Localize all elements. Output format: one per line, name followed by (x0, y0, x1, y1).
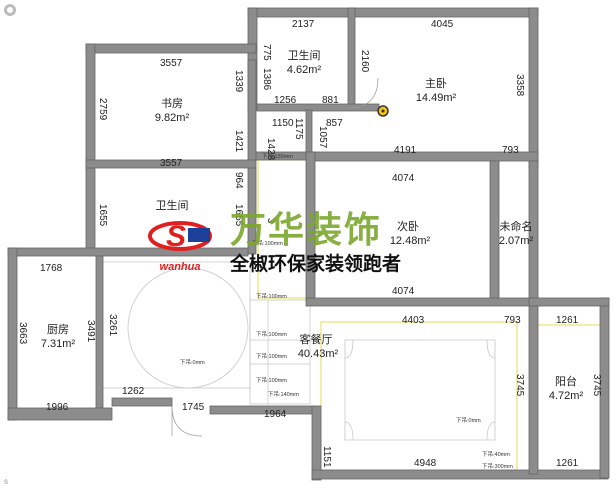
app-logo-icon (4, 4, 16, 16)
room-area: 12.48m² (390, 235, 431, 247)
room-area: 4.72m² (549, 390, 584, 402)
dimension-label: 1175 (293, 118, 304, 140)
dimension-label: 3358 (514, 74, 525, 97)
dimension-label: 3557 (160, 58, 183, 69)
dimension-label: 4074 (392, 173, 415, 184)
dimension-label: 1262 (122, 386, 145, 397)
dimension-label: 4074 (392, 286, 415, 297)
dimension-label: 1151 (321, 446, 332, 468)
dimension-label: 1428 (265, 138, 276, 161)
ceiling-note: 下吊:100mm (256, 331, 287, 338)
wanhua-logo-letter: S (166, 220, 186, 253)
ceiling-note: 下吊:40mm (482, 451, 510, 458)
dimension-label: 3663 (17, 322, 28, 345)
dimension-label: 881 (322, 95, 339, 106)
dimension-label: 1996 (46, 402, 69, 413)
dimension-label: 1655 (233, 204, 244, 227)
dimension-label: 1655 (97, 204, 108, 227)
dimension-label: 3557 (160, 158, 183, 169)
dimension-label: 793 (502, 145, 519, 156)
ceiling-note: 下吊:300mm (482, 463, 513, 470)
ceiling-note: 下吊:100mm (256, 293, 287, 300)
wanhua-logo: S wanhua (148, 220, 212, 273)
door-swings (171, 77, 379, 437)
dimension-label: 775 (261, 44, 272, 61)
dimension-labels: 2137 4045 775 1386 2160 3358 3557 1339 1… (17, 19, 602, 469)
room-area: 14.49m² (416, 92, 457, 104)
ceiling-note: 下吊:0mm (456, 417, 481, 424)
dimension-label: 1421 (233, 130, 244, 153)
room-area: 2.07m² (499, 235, 534, 247)
dimension-label: 793 (504, 315, 521, 326)
room-floors (16, 256, 316, 408)
dimension-label: 1261 (556, 458, 579, 469)
ceiling-note: 下吊:100mm (252, 240, 283, 247)
dimension-label: 3 (265, 218, 276, 224)
room-name: 未命名 (500, 219, 533, 233)
dimension-label: 1150 (272, 118, 294, 129)
room-name: 厨房 (47, 323, 69, 336)
location-pin-icon (377, 105, 389, 117)
dimension-label: 857 (326, 118, 343, 129)
company-watermark: S wanhua 万华装饰 全椒环保家装领跑者 (148, 209, 401, 275)
dimension-label: 2137 (292, 19, 315, 30)
dimension-label: 3745 (514, 374, 525, 397)
dimension-label: 4403 (402, 315, 425, 326)
ceiling-note: 下吊:0mm (180, 359, 205, 366)
room-name: 阳台 (555, 374, 577, 388)
dimension-label: 3745 (591, 374, 602, 397)
wanhua-logo-text: wanhua (160, 261, 201, 273)
room-area: 7.31m² (41, 338, 76, 350)
dimension-label: 1339 (233, 70, 244, 93)
dimension-label: 4045 (431, 19, 454, 30)
brand-slogan: 全椒环保家装领跑者 (229, 252, 401, 275)
ceiling-note: 下吊:100mm (256, 353, 287, 360)
dimension-label: 2759 (97, 98, 108, 121)
dimension-label: 3491 (85, 320, 96, 343)
room-area: 9.82m² (155, 112, 190, 124)
brand-name: 万华装饰 (230, 209, 382, 251)
room-labels: 卫生间 4.62m² 主卧 14.49m² 书房 9.82m² 卫生间 次卧 1… (41, 48, 584, 402)
corner-mark: s (4, 477, 8, 486)
ceiling-note: 下吊:140mm (268, 391, 299, 398)
room-name: 书房 (161, 97, 183, 110)
dimension-label: 1057 (317, 126, 328, 149)
room-name: 次卧 (397, 219, 419, 233)
room-area: 4.62m² (287, 64, 322, 76)
dimension-label: 2160 (359, 50, 370, 73)
dimension-label: 964 (233, 172, 244, 189)
room-name: 卫生间 (288, 48, 321, 62)
dimension-label: 4948 (414, 458, 437, 469)
dimension-label: 1964 (264, 409, 287, 420)
dimension-label: 4191 (394, 145, 417, 156)
room-name: 卫生间 (156, 198, 189, 212)
dimension-label: 1768 (40, 263, 63, 274)
ceiling-notes: 下吊:130mm 下吊:100mm 下吊:100mm 下吊:100mm 下吊:1… (180, 153, 513, 470)
ceiling-note: 下吊:100mm (256, 377, 287, 384)
dimension-label: 1386 (261, 68, 272, 91)
dimension-label: 1261 (556, 315, 579, 326)
ceiling-note: 下吊:130mm (262, 153, 293, 160)
dimension-label: 1745 (182, 402, 205, 413)
room-name: 主卧 (425, 77, 447, 90)
dimension-label: 1256 (274, 95, 297, 106)
dimension-label: 3261 (107, 314, 118, 337)
walls (7, 7, 610, 481)
room-area: 40.43m² (298, 348, 339, 360)
room-name: 客餐厅 (300, 332, 333, 346)
